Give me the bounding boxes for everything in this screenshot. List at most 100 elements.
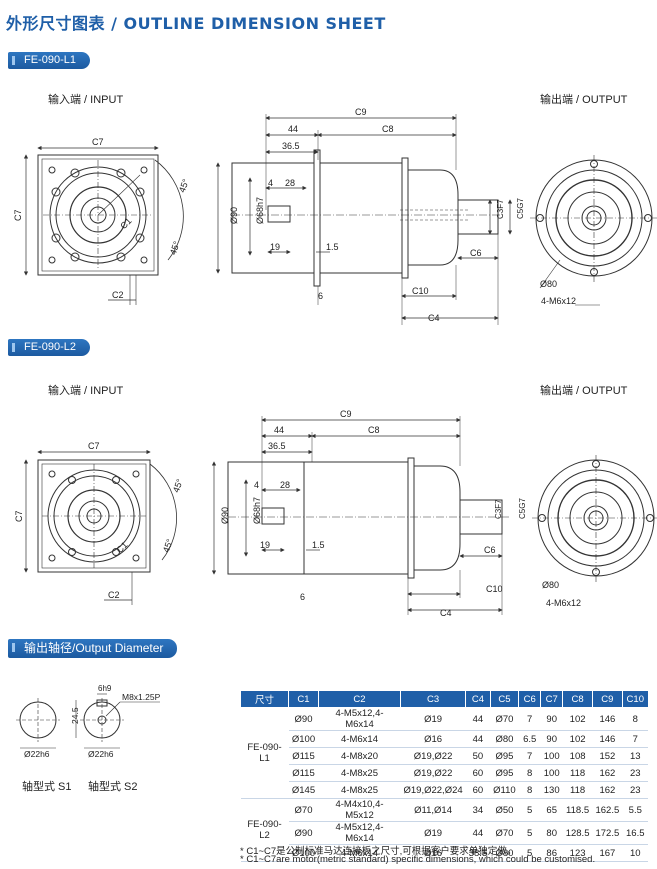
table-cell: 6.5 xyxy=(518,730,541,748)
dim-m6-l2: 4-M6x12 xyxy=(546,598,581,608)
dim-c10-l2: C10 xyxy=(486,584,503,594)
dim-28: 28 xyxy=(285,178,295,188)
table-cell: 118 xyxy=(562,764,593,782)
table-cell: Ø110 xyxy=(490,781,519,799)
table-cell: 118.5 xyxy=(562,798,593,822)
output-label-l2: 输出端 / OUTPUT xyxy=(540,385,628,397)
dim-19: 19 xyxy=(270,242,280,252)
table-cell: Ø70 xyxy=(490,707,519,731)
model-cell: FE-090-L2 xyxy=(240,798,289,862)
dim-44: 44 xyxy=(288,124,298,134)
table-cell: Ø19 xyxy=(400,821,466,845)
dim-4-l2: 4 xyxy=(254,480,259,490)
dim-c6-l2: C6 xyxy=(484,545,496,555)
table-cell: Ø50 xyxy=(490,798,519,822)
col-header: C10 xyxy=(621,690,649,708)
dim-c7-side: C7 xyxy=(13,209,23,221)
dim-dia68: Ø68h7 xyxy=(255,197,265,224)
col-header: C2 xyxy=(318,690,401,708)
note-cn: * C1~C7是公制标准马达连接板之尺寸,可根据客户要求单独定做。 xyxy=(240,846,517,857)
table-cell: Ø80 xyxy=(490,730,519,748)
table-cell: 5 xyxy=(518,798,541,822)
table-cell: Ø19,Ø22,Ø24 xyxy=(400,781,466,799)
table-cell: 86 xyxy=(540,844,563,862)
dim-c2: C2 xyxy=(112,290,124,300)
dim-19-l2: 19 xyxy=(260,540,270,550)
dim-angle-b-l2: 45° xyxy=(161,537,175,554)
table-cell: 108 xyxy=(562,747,593,765)
table-cell: 130 xyxy=(540,781,563,799)
thread-spec: M8x1.25P xyxy=(122,692,161,702)
table-cell: 44 xyxy=(465,730,491,748)
dim-6: 6 xyxy=(318,291,323,301)
table-cell: Ø16 xyxy=(400,844,466,862)
dim-c8-l2: C8 xyxy=(368,425,380,435)
table-cell: 80 xyxy=(540,821,563,845)
dim-1-5: 1.5 xyxy=(326,242,339,252)
note-en: * C1~C7are motor(metric standard) specif… xyxy=(240,854,596,865)
dim-m6: 4-M6x12 xyxy=(541,296,576,306)
model-cell: FE-090-L1 xyxy=(240,707,289,799)
table-cell: 172.5 xyxy=(592,821,623,845)
output-label-l1: 输出端 / OUTPUT xyxy=(540,94,628,106)
table-cell: Ø11,Ø14 xyxy=(400,798,466,822)
input-flange-square xyxy=(37,154,159,276)
dim-c4-l2: C4 xyxy=(440,608,452,618)
table-cell: 16.5 xyxy=(622,821,649,845)
input-label-l1: 输入端 / INPUT xyxy=(48,94,124,106)
table-cell: Ø115 xyxy=(288,747,319,765)
table-cell: Ø70 xyxy=(490,821,519,845)
dim-36-5: 36.5 xyxy=(282,141,300,151)
table-cell: 90 xyxy=(540,730,563,748)
table-cell: 146 xyxy=(592,730,623,748)
table-cell: 100 xyxy=(540,747,563,765)
dim-c4: C4 xyxy=(428,313,440,323)
dim-c1: C1 xyxy=(118,216,133,231)
page-title: 外形尺寸图表 / OUTLINE DIMENSION SHEET xyxy=(6,14,386,33)
dim-angle-b: 45° xyxy=(168,240,182,257)
table-cell: 23 xyxy=(622,764,649,782)
table-cell: 38.5 xyxy=(465,844,491,862)
table-cell: 4-M6x14 xyxy=(318,844,401,862)
dim-c8: C8 xyxy=(382,124,394,134)
spec-table: 尺寸 C1 C2 C3 C4 C5 C6 C7 C8 C9 C10 FE-090… xyxy=(240,690,649,862)
table-cell: 8 xyxy=(518,764,541,782)
table-cell: 8 xyxy=(518,781,541,799)
output-diameter-badge: 输出轴径/Output Diameter xyxy=(8,639,178,658)
table-cell: 4-M5x12,4-M6x14 xyxy=(318,707,401,731)
dim-angle-a-l2: 45° xyxy=(171,477,185,494)
dim-4: 4 xyxy=(268,178,273,188)
table-cell: 100 xyxy=(540,764,563,782)
shaft-drawings: 6h9 M8x1.25P 24.5 Ø22h6 Ø22h6 xyxy=(16,684,161,759)
table-cell: Ø145 xyxy=(288,781,319,799)
col-header: C5 xyxy=(489,690,520,708)
col-header: C9 xyxy=(591,690,623,708)
table-cell: 60 xyxy=(465,781,491,799)
dim-36-5-l2: 36.5 xyxy=(268,441,286,451)
table-cell: Ø95 xyxy=(490,747,519,765)
dia22-s2: Ø22h6 xyxy=(88,749,114,759)
table-cell: 123 xyxy=(562,844,593,862)
table-cell: 146 xyxy=(592,707,623,731)
dim-c7-top: C7 xyxy=(92,137,104,147)
input-label-l2: 输入端 / INPUT xyxy=(48,385,124,397)
table-cell: 13 xyxy=(622,747,649,765)
section-badge-l1: FE-090-L1 xyxy=(8,52,90,69)
table-cell: 23 xyxy=(622,781,649,799)
table-cell: 162 xyxy=(592,764,623,782)
table-cell: 8 xyxy=(622,707,649,731)
col-header: C7 xyxy=(540,690,564,708)
dim-c7-top-l2: C7 xyxy=(88,441,100,451)
dim-c6: C6 xyxy=(470,248,482,258)
table-cell: Ø100 xyxy=(288,844,319,862)
table-cell: 65 xyxy=(540,798,563,822)
table-cell: Ø95 xyxy=(490,764,519,782)
col-header: C4 xyxy=(465,690,491,708)
table-cell: Ø70 xyxy=(288,798,319,822)
